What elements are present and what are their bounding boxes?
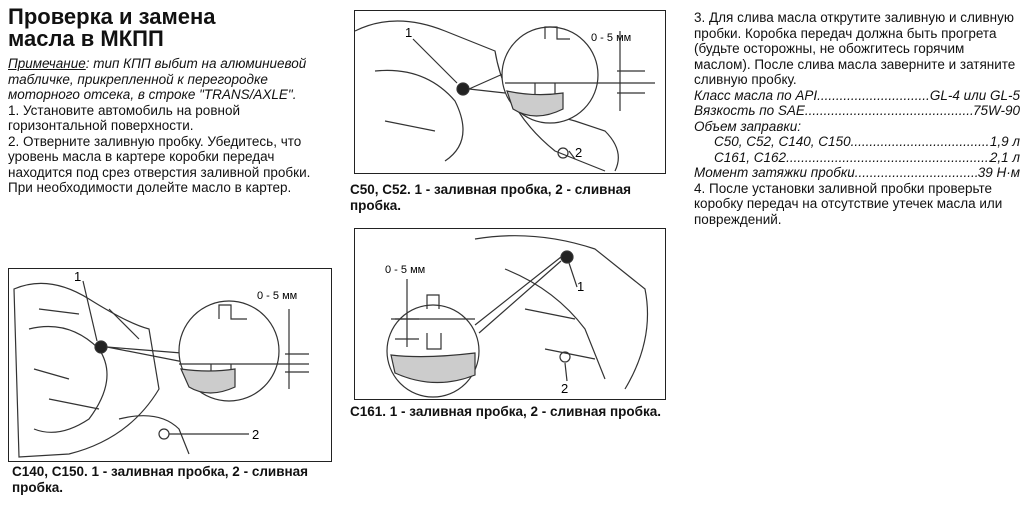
spec-volume-title-text: Объем заправки: xyxy=(694,118,801,134)
spec-torque-value: 39 Н·м xyxy=(977,165,1020,180)
fig1-level-label: 0 - 5 мм xyxy=(257,290,297,302)
spec-volume-2: С161, С162 2,1 л xyxy=(694,150,1020,166)
note-label: Примечание xyxy=(8,56,86,71)
spec-sae: Вязкость по SAE 75W-90 xyxy=(694,103,1020,119)
note-text: : тип КПП выбит на алюминиевой табличке,… xyxy=(8,56,307,102)
figure-c161: 1 2 0 - 5 мм xyxy=(354,228,666,400)
step-1: 1. Установите автомобиль на ровной гориз… xyxy=(8,102,240,134)
figure-3-caption: С161. 1 - заливная пробка, 2 - сливная п… xyxy=(350,404,662,419)
transmission-diagram-1: 1 2 0 - 5 мм xyxy=(13,269,309,458)
left-column: Проверка и замена масла в МКПП Примечани… xyxy=(8,0,338,196)
fig2-label-2: 2 xyxy=(575,145,582,160)
fig3-label-2: 2 xyxy=(561,381,568,396)
fig3-level-label: 0 - 5 мм xyxy=(385,264,425,276)
step-2: 2. Отверните заливную пробку. Убедитесь,… xyxy=(8,133,311,196)
spec-volume-1: С50, С52, С140, С150 1,9 л xyxy=(694,134,1020,150)
spec-api-label: Класс масла по API xyxy=(694,87,818,103)
spec-vol1-label: С50, С52, С140, С150 xyxy=(714,134,851,149)
fig1-label-1: 1 xyxy=(74,269,81,284)
spec-vol2-value: 2,1 л xyxy=(989,149,1020,165)
figure-c140-c150: 1 2 0 - 5 мм xyxy=(8,268,332,462)
title-line-2: масла в МКПП xyxy=(8,26,164,51)
spec-vol1-value: 1,9 л xyxy=(989,134,1020,149)
spec-api-value: GL-4 или GL-5 xyxy=(929,87,1020,103)
spec-sae-value: 75W-90 xyxy=(972,103,1020,118)
spec-sae-label: Вязкость по SAE xyxy=(694,103,805,118)
figure-c50-c52: 1 2 0 - 5 мм xyxy=(354,10,666,174)
transmission-diagram-3: 1 2 0 - 5 мм xyxy=(385,235,649,398)
fig2-label-1: 1 xyxy=(405,25,412,40)
step-4: 4. После установки заливной пробки прове… xyxy=(694,180,1003,227)
spec-torque: Момент затяжки пробки 39 Н·м xyxy=(694,165,1020,181)
title-line-1: Проверка и замена xyxy=(8,4,216,29)
spec-torque-label: Момент затяжки пробки xyxy=(694,165,855,180)
right-column: 3. Для слива масла открутите заливную и … xyxy=(694,10,1020,227)
fig2-level-label: 0 - 5 мм xyxy=(591,32,631,44)
transmission-diagram-2: 1 2 0 - 5 мм xyxy=(355,20,655,172)
fig3-label-1: 1 xyxy=(577,279,584,294)
spec-volume-title: Объем заправки: xyxy=(694,119,1020,135)
note-paragraph: Примечание: тип КПП выбит на алюминиевой… xyxy=(8,56,338,103)
spec-api: Класс масла по API GL-4 или GL-5 xyxy=(694,88,1020,104)
page-title: Проверка и замена масла в МКПП xyxy=(8,6,338,50)
figure-2-caption: С50, С52. 1 - заливная пробка, 2 - сливн… xyxy=(350,182,632,213)
fig1-label-2: 2 xyxy=(252,427,259,442)
figure-1-caption: С140, С150. 1 - заливная пробка, 2 - сли… xyxy=(12,464,309,495)
step-3: 3. Для слива масла открутите заливную и … xyxy=(694,10,1016,87)
spec-vol2-label: С161, С162 xyxy=(714,149,787,165)
